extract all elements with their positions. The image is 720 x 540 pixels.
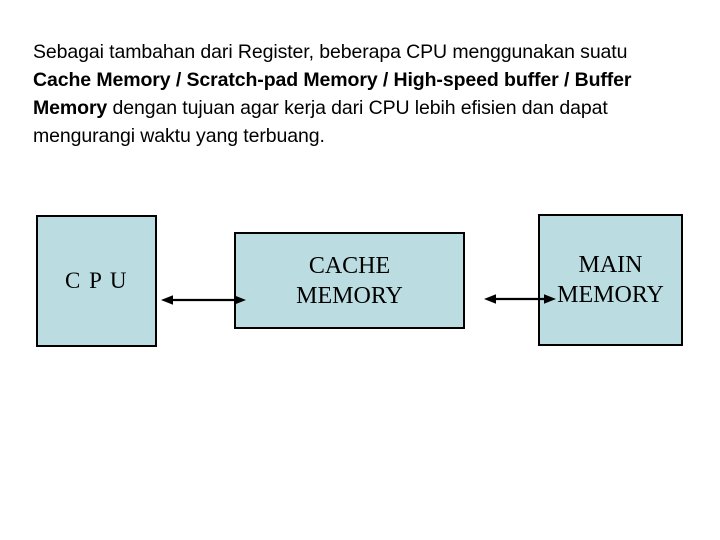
intro-paragraph: Sebagai tambahan dari Register, beberapa…	[33, 38, 632, 150]
text-segment: Sebagai tambahan dari Register, beberapa…	[33, 41, 628, 63]
main-memory-box: MAIN MEMORY	[538, 214, 683, 346]
paragraph-line: Sebagai tambahan dari Register, beberapa…	[33, 38, 631, 66]
text-segment: dengan tujuan agar kerja dari CPU lebih …	[107, 97, 608, 119]
text-segment-bold: Memory	[33, 97, 108, 119]
cache-memory-box-label: CACHE MEMORY	[296, 252, 403, 309]
cpu-box-label: C P U	[65, 268, 128, 293]
text-segment: mengurangi waktu yang terbuang.	[33, 125, 325, 147]
paragraph-line: mengurangi waktu yang terbuang.	[33, 122, 631, 150]
text-segment-bold: Cache Memory / Scratch-pad Memory / High…	[33, 69, 632, 91]
cache-memory-box: CACHE MEMORY	[234, 232, 465, 329]
main-memory-box-label: MAIN MEMORY	[557, 252, 664, 308]
cpu-box: C P U	[36, 215, 157, 347]
paragraph-line: Cache Memory / Scratch-pad Memory / High…	[33, 66, 632, 94]
paragraph-line: Memory dengan tujuan agar kerja dari CPU…	[33, 94, 631, 122]
